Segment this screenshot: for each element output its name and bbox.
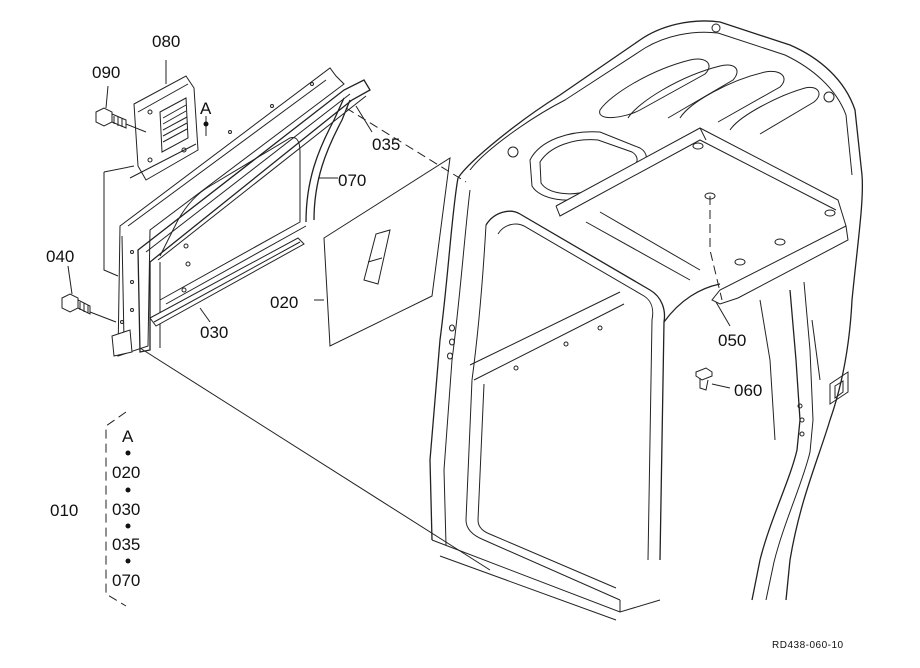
part-060-clip	[695, 367, 731, 391]
cab-frame	[429, 20, 864, 621]
label-040: 040	[46, 247, 74, 266]
label-030: 030	[200, 323, 228, 342]
label-020: 020	[270, 293, 298, 312]
label-035: 035	[372, 135, 400, 154]
part-080-cover-plate	[133, 60, 199, 181]
kit-item-030: 030	[112, 500, 140, 519]
label-marker-a: A	[200, 99, 212, 118]
label-080: 080	[152, 32, 180, 51]
kit-item-a: A	[122, 427, 134, 446]
label-060: 060	[734, 381, 762, 400]
kit-item-020: 020	[112, 463, 140, 482]
part-040-bolt	[61, 265, 117, 323]
part-020-glass	[314, 157, 451, 347]
part-labels: 080 090 A 035 070 040 020 030 050 060	[46, 32, 762, 400]
label-090: 090	[92, 63, 120, 82]
part-030-035-window-frame	[111, 67, 371, 357]
leader-lines	[139, 105, 731, 571]
kit-item-070: 070	[112, 571, 140, 590]
drawing-code: RD438-060-10	[772, 640, 844, 651]
label-050: 050	[718, 331, 746, 350]
label-010: 010	[50, 501, 78, 520]
assembly-kit-010: 010 A 020 030 035 070	[50, 411, 140, 607]
part-090-bolt	[95, 85, 147, 133]
kit-item-035: 035	[112, 535, 140, 554]
label-070: 070	[338, 171, 366, 190]
